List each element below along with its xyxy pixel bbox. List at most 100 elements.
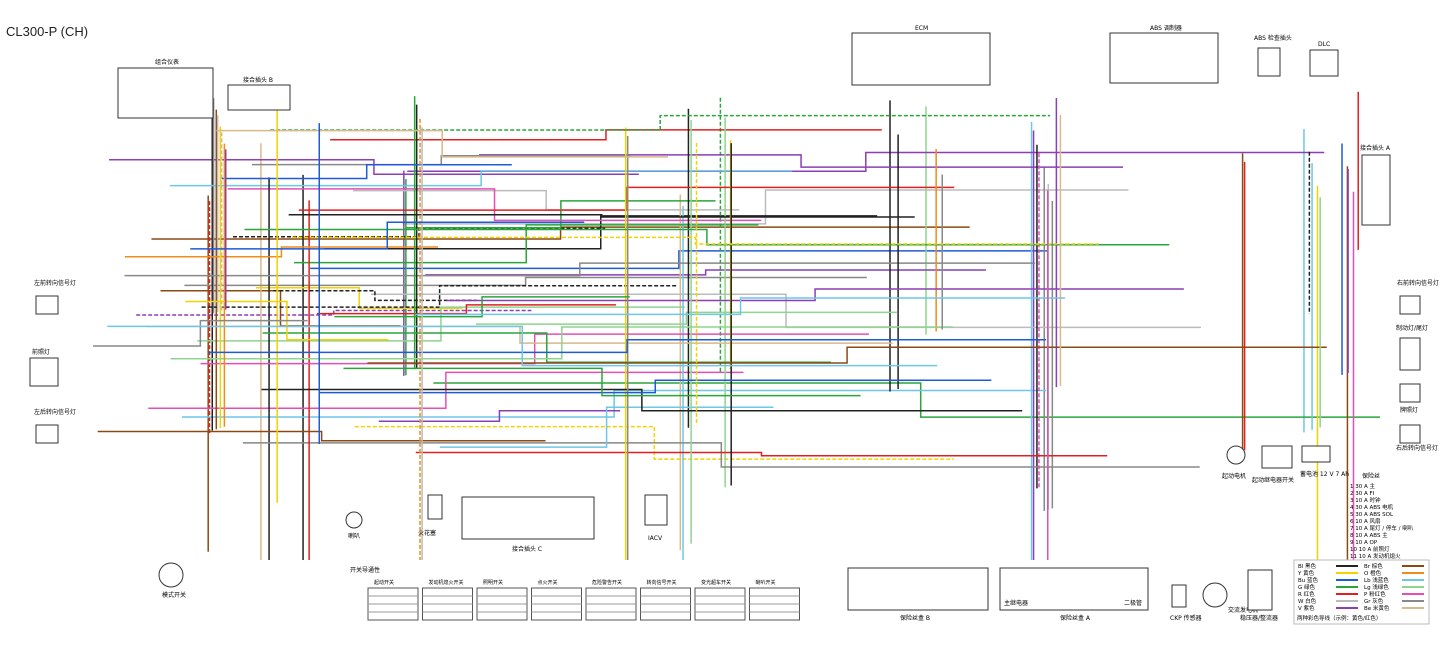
switch-tables: 起动开关发动机熄火开关照明开关点火开关危险警告开关转向信号开关变光超车开关喇叭开… [367,579,800,621]
wire [107,325,938,367]
abs-check-label: ABS 检查插头 [1254,34,1292,42]
iacv-label: IACV [648,535,663,542]
wire [201,284,678,308]
wire [439,406,774,448]
alternator-icon [1202,582,1228,608]
switch-table-title: 危险警告开关 [592,579,622,586]
regulator-label: 稳压器/整流器 [1240,614,1278,622]
fuse-row: 7 10 A 尾灯 / 停车 / 喇叭 [1350,524,1414,532]
connector-c-block [461,496,595,540]
horn-icon [345,511,363,529]
wire [433,382,1380,418]
main-relay-label: 主继电器 [1004,599,1028,607]
legend-entry: P 粉红色 [1364,590,1386,598]
wire [221,164,512,180]
ecm-label: ECM [915,25,928,32]
right-rear-turn-lamp [1399,424,1421,444]
connector-a-block [1361,154,1391,226]
left-rear-turn-label: 左后转向信号灯 [34,408,76,416]
page-title: CL300-P (CH) [6,24,89,39]
wire [330,129,882,141]
right-front-turn-label: 右前转向信号灯 [1397,279,1439,287]
switch-table-title: 发动机熄火开关 [429,579,464,586]
wire [293,224,759,264]
wire [319,379,992,394]
fuse-row: 10 10 A 前照灯 [1350,545,1390,553]
right-front-turn-lamp [1399,295,1421,315]
brake-tail-label: 制动灯/尾灯 [1396,324,1428,332]
wire [242,442,1200,468]
plate-lamp [1399,383,1421,403]
battery-icon [1301,445,1331,463]
wire [136,309,532,316]
starter-relay-label: 起动继电器开关 [1252,476,1294,484]
wire [93,319,308,347]
plate-light-label: 牌照灯 [1400,406,1418,414]
horn-label: 喇叭 [348,532,360,540]
wire [343,367,861,397]
left-rear-turn-lamp [35,424,59,444]
wire [270,114,1051,131]
starter-relay-block [1261,445,1293,469]
fuse-row: 3 10 A 时钟 [1350,496,1381,504]
switch-table-title: 喇叭开关 [756,579,776,586]
mode-switch-icon [158,562,184,588]
wire [251,155,631,166]
combo-meter-label: 组合仪表 [155,58,179,66]
wire [353,189,740,211]
iacv-block [644,494,668,526]
wire [124,262,1036,277]
fuse-row: 1 30 A 主 [1350,482,1376,490]
regulator-block [1247,569,1273,611]
wire [261,388,1023,412]
wire [288,213,915,218]
legend-entry: Bu 蓝色 [1298,576,1319,584]
wire [316,304,616,315]
switch-table-title: 照明开关 [483,579,503,586]
starter-motor-icon [1226,445,1246,465]
wire [181,389,1047,418]
wire [124,246,439,258]
legend-note: 两种彩色导线（示例：黄色/红色） [1297,614,1381,622]
fuse-row: 11 10 A 发动机熄火 [1350,552,1401,560]
dlc-label: DLC [1318,41,1330,48]
diode-label: 二极管 [1124,599,1142,607]
fuse-row: 6 10 A 风扇 [1350,517,1381,525]
wire [109,159,639,175]
fuse-box-b-label: 保险丝盒 B [900,614,930,622]
fuse-panel: 保险丝 1 30 A 主2 30 A FI3 10 A 时钟4 30 A ABS… [1350,472,1414,560]
wire [244,228,1170,246]
wire [475,311,897,325]
fuse-row: 5 30 A ABS SOL [1350,512,1394,518]
ignition-coil-icon [427,494,443,520]
wire [255,287,463,310]
fuse-row: 8 10 A ABS 主 [1350,531,1388,539]
wire [415,297,1066,316]
switch-table-title: 转向信号开关 [647,579,677,586]
wire [208,338,1046,354]
switch-table-title: 起动开关 [374,579,394,586]
ckp-label: CKP 传感器 [1170,614,1202,622]
legend-entry: O 橙色 [1364,569,1382,577]
headlight-label: 前照灯 [32,348,50,356]
legend-entry: Be 米黄色 [1364,604,1390,612]
wire [367,346,1327,364]
legend-entry: G 绿色 [1298,583,1316,591]
mode-switch-label: 模式开关 [162,591,186,599]
wire [402,189,1129,225]
fuse-box-a [999,567,1149,611]
spark-plug-label: 火花塞 [418,529,436,537]
legend-entry: Lg 浅绿色 [1364,583,1389,591]
wire [446,288,1184,302]
fuse-row: 4 30 A ABS 电机 [1350,503,1394,511]
connector-c-label: 接合插头 C [512,545,542,553]
wire [334,296,630,318]
wire [415,451,1108,457]
wire [170,326,954,360]
left-front-turn-lamp [35,295,59,315]
fuse-row: 9 10 A OP [1350,540,1378,546]
abs-label: ABS 调制器 [1150,24,1182,32]
wire [216,129,669,158]
